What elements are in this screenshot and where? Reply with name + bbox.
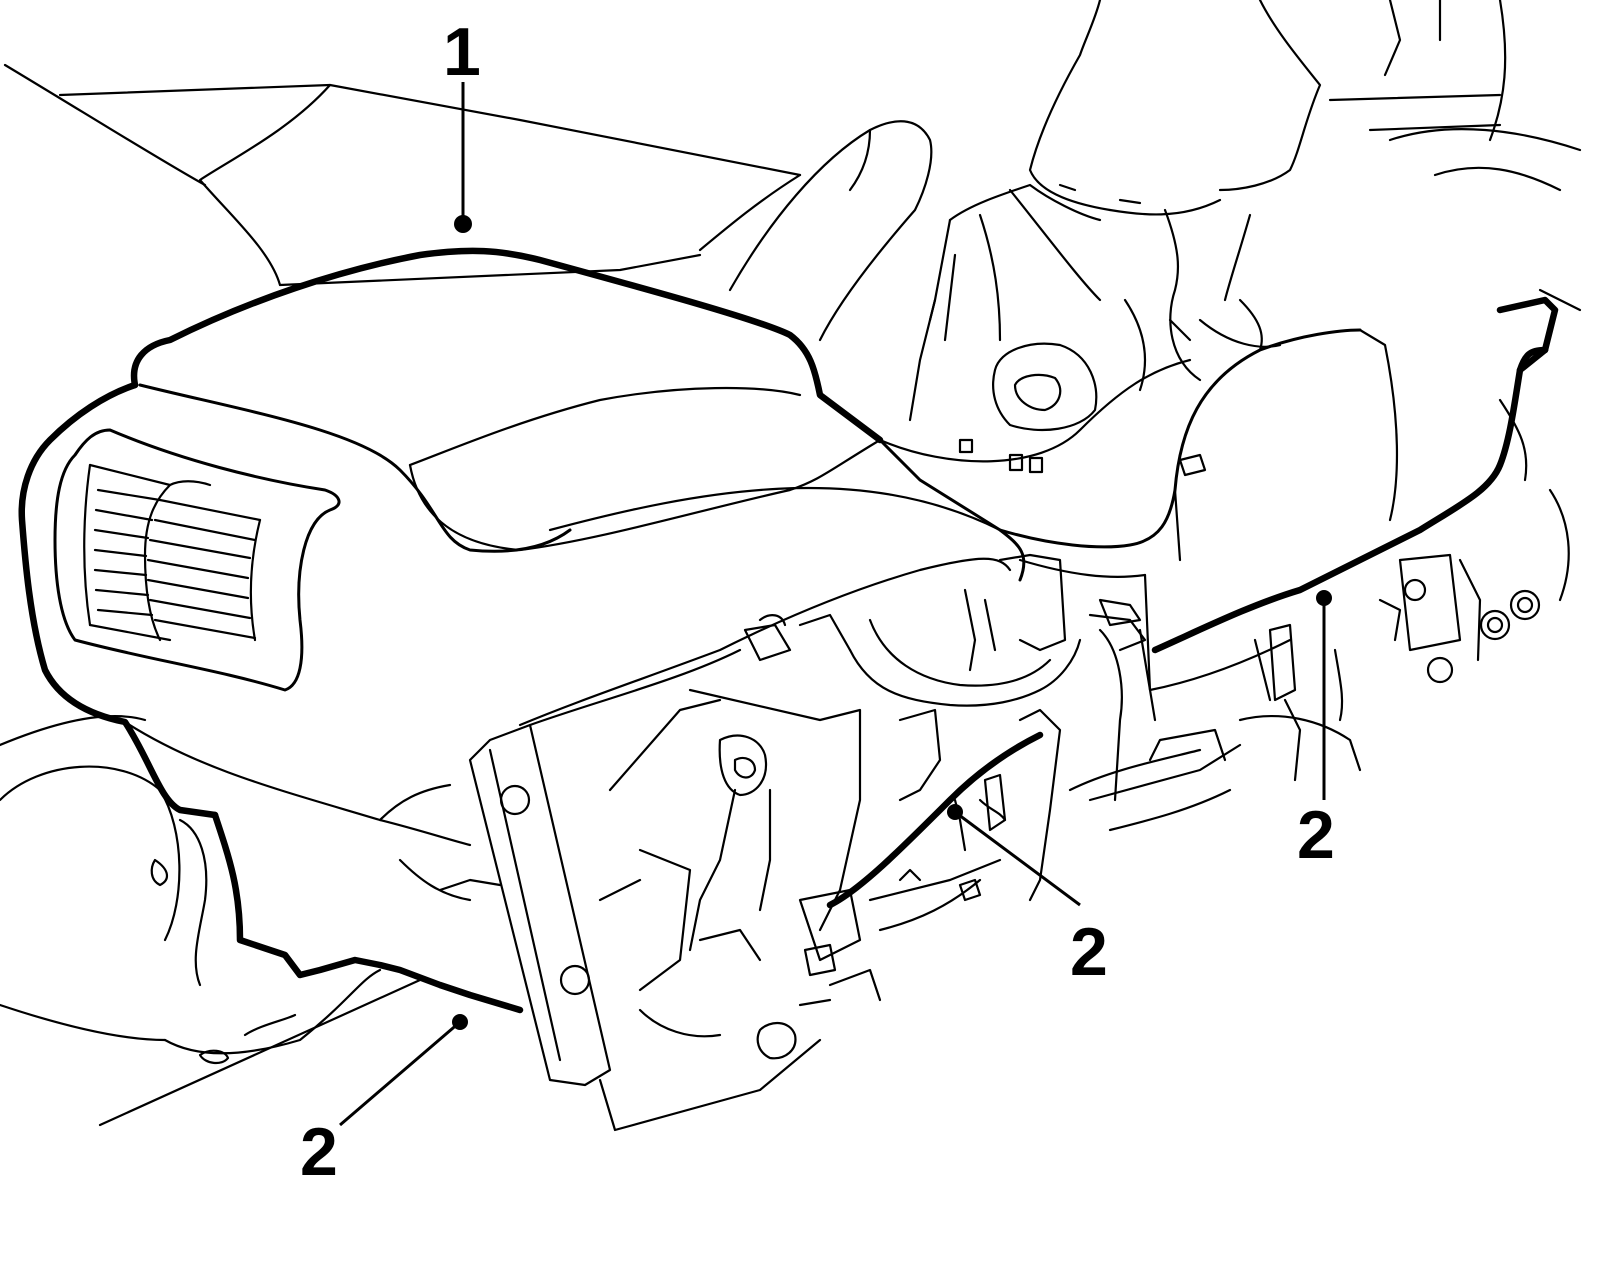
front-seat-outline [3,63,802,287]
leader-line-2-center [954,810,1081,907]
callout-label-1: 1 [443,14,481,90]
shift-lever-area [1028,0,1507,382]
console-frame-upper [908,183,1282,474]
armrest-arch [728,120,933,342]
callout-label-2-center: 2 [1070,914,1108,990]
leader-dot-1 [454,215,472,233]
right-trim-panel [1358,128,1582,684]
leader-line-2-left [339,1020,461,1127]
rear-seat-outline [0,715,422,1127]
leader-dot-2-center [947,804,963,820]
leader-dot-2-right [1316,590,1332,606]
console-mechanism [468,613,1082,1132]
console-box [18,247,1559,1014]
rear-ac-vent [53,428,341,692]
callout-label-2-left: 2 [300,1114,338,1190]
console-box-details [123,383,1012,902]
callout-label-2-right: 2 [1297,797,1335,873]
leader-dot-2-left [452,1014,468,1030]
callout-leaders [339,82,1332,1127]
center-floor-bracket [828,453,1362,1002]
